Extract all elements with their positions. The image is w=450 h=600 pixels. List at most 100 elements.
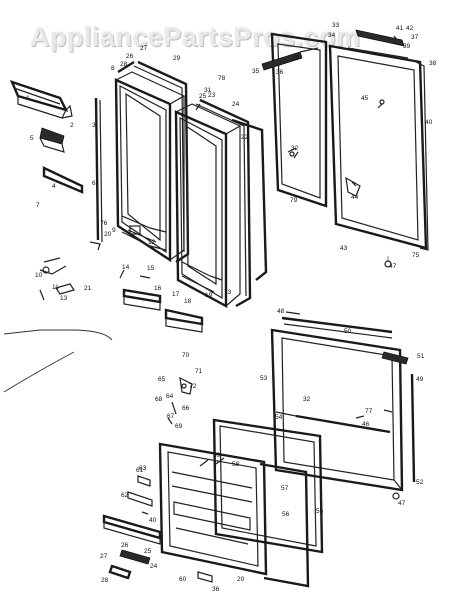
part-number-label: 32 — [291, 145, 299, 152]
part-number-label: 35 — [252, 68, 260, 75]
part-number-label: 28 — [101, 577, 109, 584]
hinge-parts — [39, 241, 101, 301]
part-number-label: 27 — [140, 45, 148, 52]
part-number-label: 67 — [167, 413, 175, 420]
part-number-label: 62 — [121, 492, 129, 499]
part-number-label: 47 — [389, 263, 397, 270]
part-number-label: 34 — [328, 32, 336, 39]
freezer-part-labels: 2024252627283236404748495051525354555657… — [100, 308, 425, 593]
part-number-label: 51 — [417, 353, 425, 360]
part-number-label: 76 — [100, 220, 108, 227]
freezer-upper-frame — [270, 311, 416, 500]
part-number-label: 40 — [149, 517, 157, 524]
part-number-label: 41 — [396, 25, 404, 32]
shelf-brackets — [119, 269, 204, 333]
part-number-label: 36 — [276, 69, 284, 76]
part-number-label: 22 — [241, 134, 249, 141]
part-number-label: 42 — [406, 25, 414, 32]
part-number-label: 31 — [204, 87, 212, 94]
part-number-label: 26 — [121, 542, 129, 549]
part-number-label: 26 — [126, 53, 134, 60]
part-number-label: 11 — [52, 284, 59, 291]
part-number-label: 19 — [205, 292, 213, 299]
part-number-label: 8 — [111, 65, 115, 72]
part-number-label: 77 — [365, 408, 373, 415]
part-number-label: 24 — [232, 101, 240, 108]
part-number-label: 10 — [35, 272, 43, 279]
part-number-label: 37 — [411, 34, 419, 41]
part-number-label: 24 — [150, 563, 158, 570]
part-number-label: 57 — [281, 485, 289, 492]
part-number-label: 7 — [36, 202, 40, 209]
part-number-label: 40 — [425, 119, 433, 126]
part-number-label: 49 — [416, 376, 424, 383]
part-number-label: 14 — [122, 264, 130, 271]
part-number-label: 56 — [282, 511, 290, 518]
part-number-label: 44 — [351, 194, 359, 201]
part-number-label: 48 — [277, 308, 285, 315]
freezer-door-gasket — [212, 418, 324, 588]
part-number-label: 23 — [208, 92, 216, 99]
part-number-label: 45 — [361, 95, 369, 102]
fridge-door-liner-left — [114, 71, 186, 263]
fridge-outer-door-left — [261, 32, 328, 208]
vertical-gasket-strip — [94, 97, 103, 243]
part-number-label: 58 — [232, 461, 240, 468]
part-number-label: 38 — [429, 60, 437, 67]
part-number-label: 71 — [195, 368, 203, 375]
part-number-label: 70 — [182, 352, 190, 359]
part-number-label: 16 — [154, 285, 162, 292]
fridge-outer-door-right — [328, 29, 429, 268]
part-number-label: 68 — [155, 396, 163, 403]
part-number-label: 47 — [398, 500, 406, 507]
part-number-label: 36 — [212, 586, 220, 593]
part-number-label: 72 — [189, 383, 197, 390]
trim-strip — [42, 166, 84, 194]
part-number-label: 73 — [224, 289, 232, 296]
part-number-label: 59 — [213, 452, 221, 459]
part-number-label: 65 — [158, 376, 166, 383]
freezer-small-parts — [102, 376, 213, 583]
door-handle-clip — [39, 127, 65, 153]
part-number-label: 30 — [292, 55, 300, 62]
part-number-label: 79 — [290, 197, 298, 204]
part-number-label: 60 — [179, 576, 187, 583]
part-number-label: 52 — [416, 479, 424, 486]
part-number-label: 21 — [84, 285, 92, 292]
section-divider — [3, 329, 113, 393]
part-number-label: 4 — [52, 183, 56, 190]
part-number-label: 3 — [92, 122, 96, 129]
part-number-label: 53 — [260, 375, 268, 382]
part-number-label: 46 — [362, 421, 370, 428]
part-number-label: 61 — [136, 467, 144, 474]
part-number-label: 2 — [70, 122, 74, 129]
part-number-label: 64 — [166, 393, 174, 400]
part-number-label: 12 — [148, 239, 156, 246]
part-number-label: 1 — [26, 95, 30, 102]
part-number-label: 6 — [92, 180, 96, 187]
part-number-label: 20 — [104, 231, 112, 238]
part-number-label: 54 — [275, 414, 283, 421]
fridge-door-gasket-right — [195, 98, 268, 308]
part-number-label: 5 — [30, 135, 34, 142]
part-number-label: 78 — [218, 75, 226, 82]
part-number-label: 50 — [344, 328, 352, 335]
freezer-door-liner — [158, 442, 268, 576]
part-number-label: 39 — [403, 43, 411, 50]
part-number-label: 66 — [182, 405, 190, 412]
part-number-label: 55 — [316, 508, 324, 515]
part-number-label: 63 — [139, 465, 147, 472]
part-number-label: 20 — [237, 576, 245, 583]
fridge-door-liner-right — [174, 103, 242, 309]
part-number-label: 29 — [173, 55, 181, 62]
part-number-label: 17 — [172, 291, 180, 298]
part-number-label: 9 — [112, 227, 116, 234]
part-number-label: 43 — [340, 245, 348, 252]
part-number-label: 13 — [60, 295, 68, 302]
dairy-door-assembly — [9, 80, 73, 119]
part-number-label: 28 — [120, 61, 128, 68]
part-number-label: 32 — [303, 396, 311, 403]
part-number-label: 33 — [332, 22, 340, 29]
